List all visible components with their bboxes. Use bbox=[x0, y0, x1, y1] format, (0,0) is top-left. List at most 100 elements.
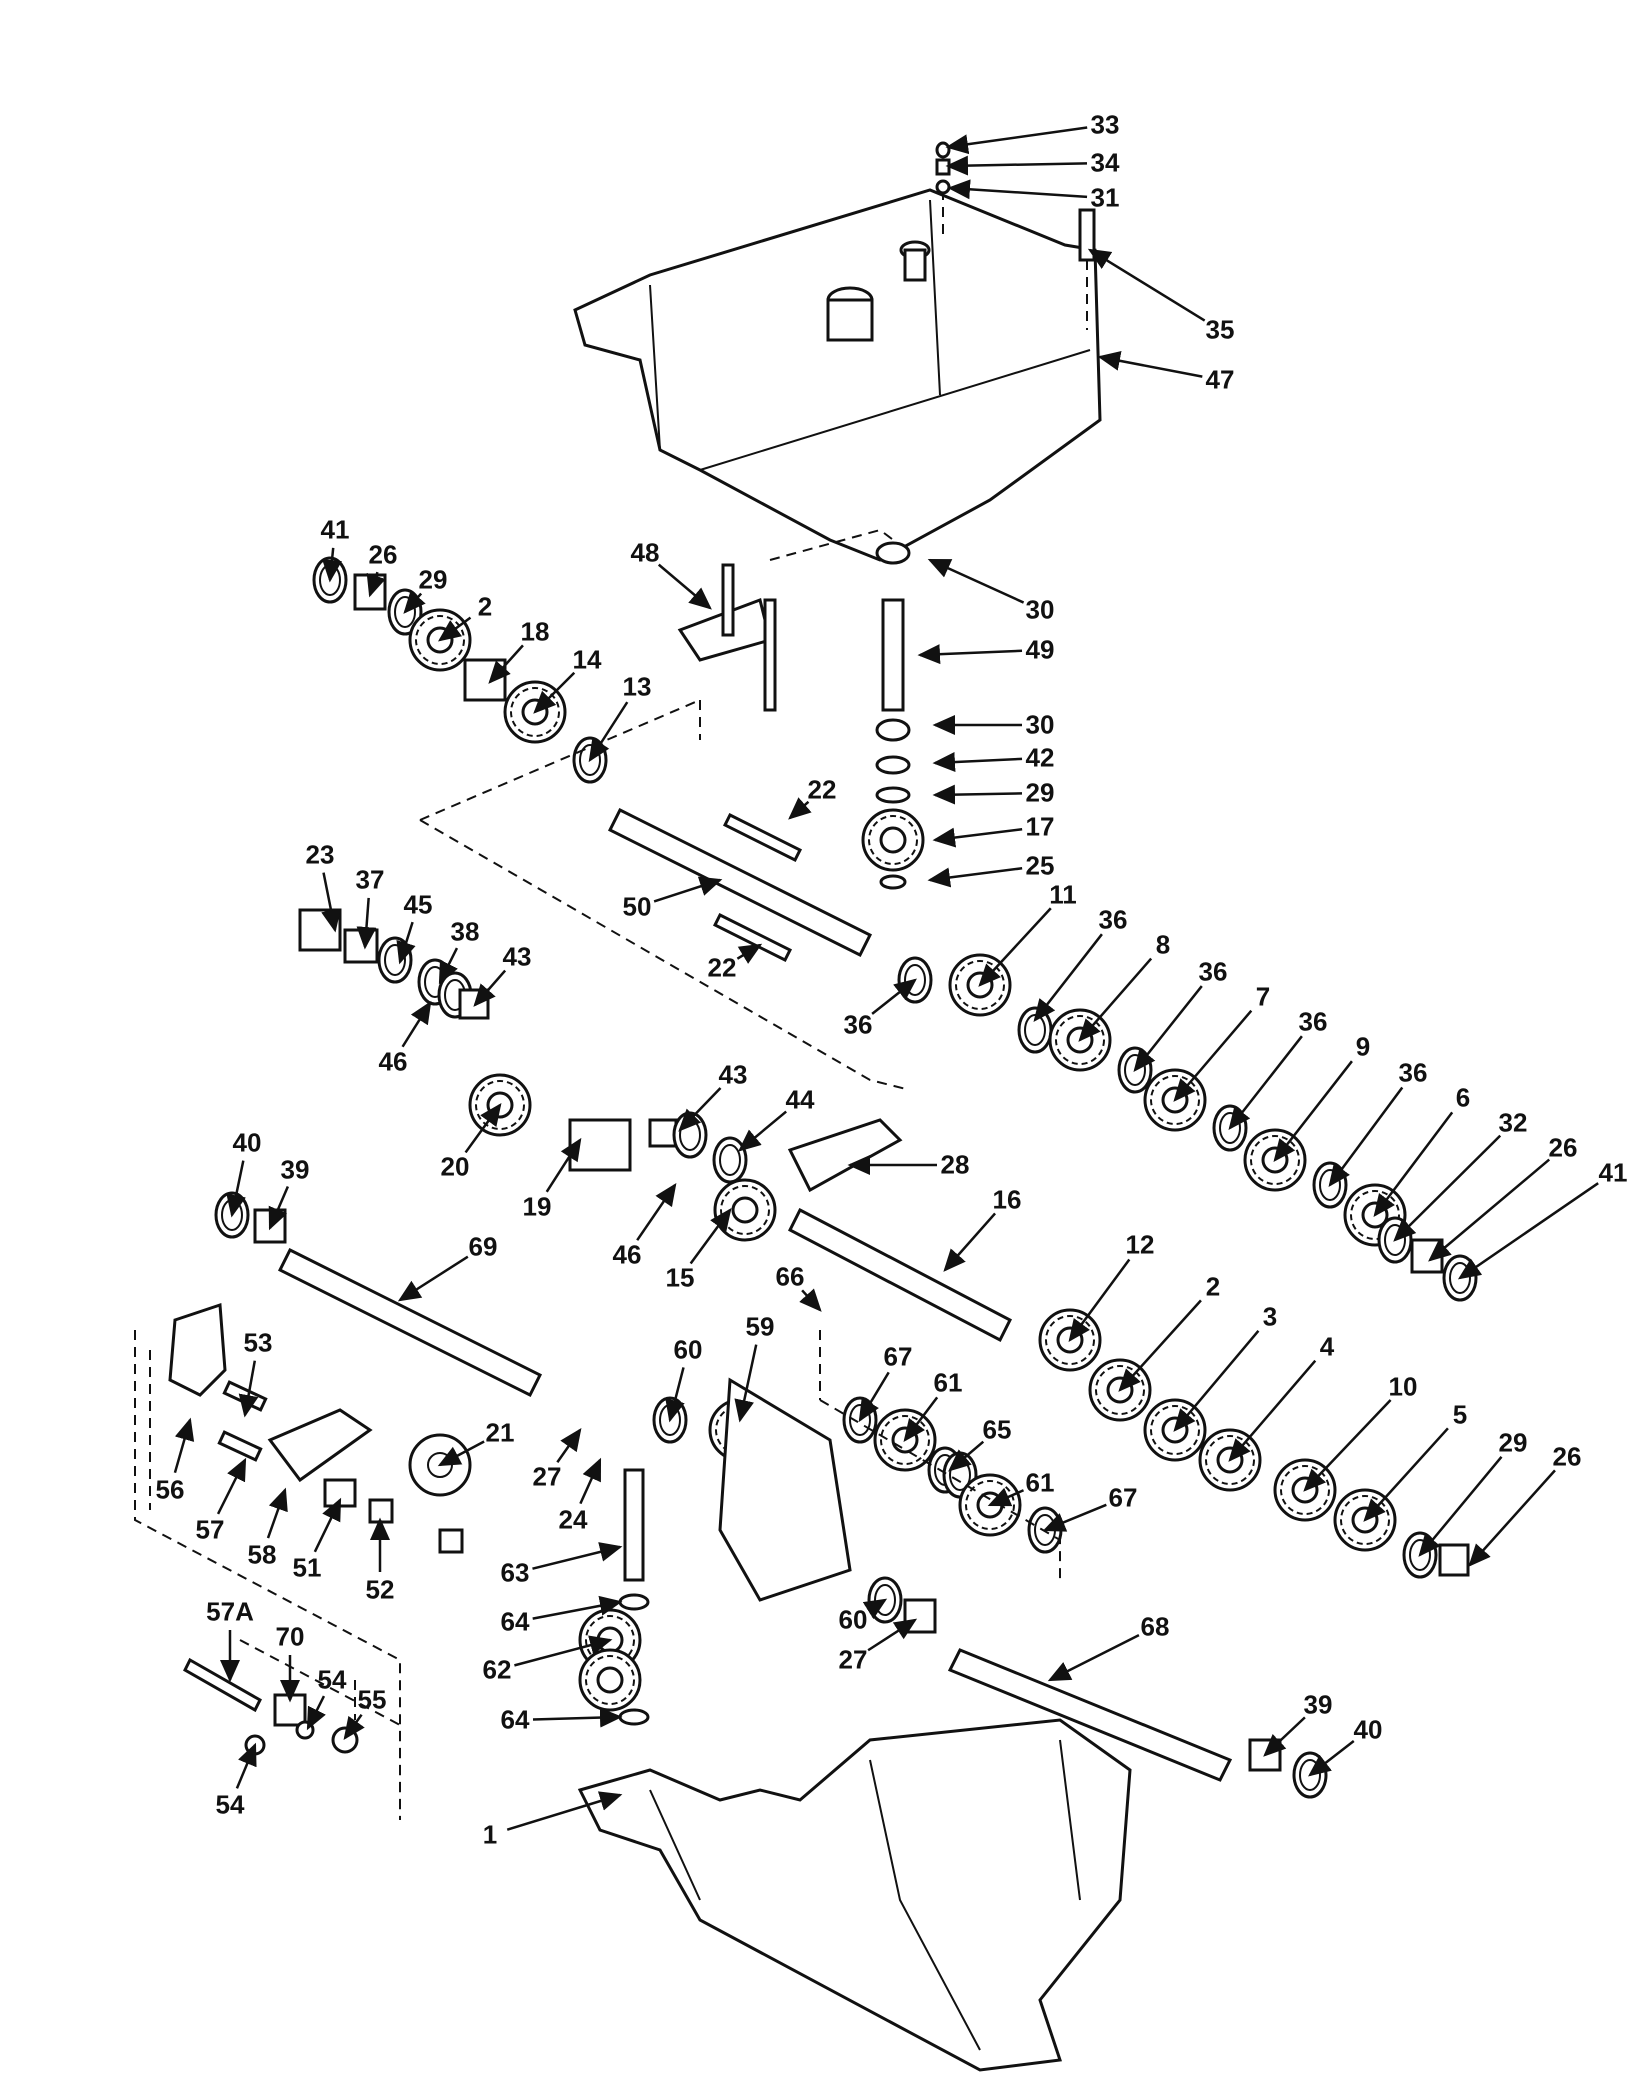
callout-leader-64 bbox=[532, 1707, 623, 1728]
callout-label-40: 40 bbox=[232, 1127, 262, 1158]
callout-leader-40 bbox=[226, 1160, 246, 1218]
callout-leader-64 bbox=[532, 1595, 623, 1620]
main-shaft-50 bbox=[419, 699, 911, 1091]
callout-leader-57 bbox=[216, 1457, 247, 1515]
callout-label-66: 66 bbox=[775, 1261, 805, 1292]
callout-label-2: 2 bbox=[1205, 1271, 1221, 1302]
callout-label-19: 19 bbox=[522, 1191, 552, 1222]
callout-label-14: 14 bbox=[572, 644, 602, 675]
callout-leader-27 bbox=[867, 1618, 918, 1652]
upper-housing-47 bbox=[573, 141, 1102, 562]
callout-leader-19 bbox=[545, 1137, 582, 1193]
callout-leader-54 bbox=[235, 1742, 257, 1789]
callout-label-38: 38 bbox=[450, 916, 480, 947]
differential bbox=[578, 1330, 1063, 1726]
callout-label-54: 54 bbox=[317, 1664, 347, 1695]
callout-label-64: 64 bbox=[500, 1606, 530, 1637]
shaft-16 bbox=[788, 1207, 1012, 1343]
callout-leader-20 bbox=[464, 1102, 502, 1154]
callout-leader-59 bbox=[734, 1344, 758, 1423]
callout-label-69: 69 bbox=[468, 1231, 498, 1262]
callout-label-32: 32 bbox=[1498, 1107, 1528, 1138]
callout-leader-46 bbox=[401, 1000, 432, 1048]
callout-leader-2 bbox=[1118, 1299, 1202, 1392]
callout-leader-5 bbox=[1363, 1427, 1449, 1522]
callout-leader-2 bbox=[437, 616, 472, 642]
right-gear-stack bbox=[897, 953, 1478, 1302]
input-stack bbox=[312, 556, 608, 784]
callout-leader-33 bbox=[945, 126, 1088, 155]
callout-label-18: 18 bbox=[520, 616, 550, 647]
callout-label-1: 1 bbox=[482, 1819, 498, 1850]
callout-leader-39 bbox=[268, 1186, 290, 1231]
callout-leader-40 bbox=[1308, 1740, 1355, 1777]
callout-label-43: 43 bbox=[718, 1059, 748, 1090]
callout-label-26: 26 bbox=[1548, 1132, 1578, 1163]
callout-label-26: 26 bbox=[368, 539, 398, 570]
callout-label-57A: 57A bbox=[206, 1596, 254, 1627]
callout-leader-61 bbox=[903, 1396, 939, 1442]
callout-label-34: 34 bbox=[1090, 147, 1120, 178]
callout-label-17: 17 bbox=[1025, 811, 1055, 842]
callout-label-37: 37 bbox=[355, 864, 385, 895]
callout-label-62: 62 bbox=[482, 1654, 512, 1685]
callout-label-59: 59 bbox=[745, 1311, 775, 1342]
callout-leader-17 bbox=[932, 827, 1023, 848]
callout-leader-15 bbox=[689, 1207, 732, 1265]
callout-label-4: 4 bbox=[1319, 1331, 1335, 1362]
callout-label-29: 29 bbox=[418, 564, 448, 595]
callout-leader-22 bbox=[788, 797, 812, 820]
callout-leader-24 bbox=[579, 1457, 602, 1505]
callout-leader-68 bbox=[1047, 1633, 1140, 1682]
callout-label-40: 40 bbox=[1353, 1714, 1383, 1745]
callout-label-27: 27 bbox=[838, 1644, 868, 1675]
callout-leaders bbox=[173, 126, 1599, 1831]
callout-label-11: 11 bbox=[1049, 879, 1077, 910]
callout-leader-25 bbox=[927, 867, 1023, 888]
callout-label-53: 53 bbox=[243, 1327, 273, 1358]
callout-label-15: 15 bbox=[665, 1262, 695, 1293]
callout-label-58: 58 bbox=[247, 1539, 277, 1570]
callout-leader-67 bbox=[1042, 1503, 1107, 1532]
callout-label-24: 24 bbox=[558, 1504, 588, 1535]
callout-leader-37 bbox=[356, 897, 377, 950]
callout-leader-51 bbox=[313, 1497, 342, 1553]
callout-leader-62 bbox=[514, 1635, 613, 1667]
callout-leader-36 bbox=[1328, 1086, 1404, 1188]
callout-label-12: 12 bbox=[1125, 1229, 1155, 1260]
callout-label-26: 26 bbox=[1552, 1441, 1582, 1472]
callout-leader-18 bbox=[488, 644, 524, 684]
callout-leader-43 bbox=[473, 969, 507, 1007]
callout-leader-10 bbox=[1303, 1399, 1392, 1492]
callout-leader-30 bbox=[927, 558, 1025, 604]
callout-leader-9 bbox=[1273, 1060, 1353, 1162]
callout-leader-16 bbox=[943, 1212, 997, 1272]
callout-label-36: 36 bbox=[1298, 1006, 1328, 1037]
callout-leader-6 bbox=[1373, 1111, 1454, 1217]
callout-label-64: 64 bbox=[500, 1704, 530, 1735]
callout-label-63: 63 bbox=[500, 1557, 530, 1588]
callout-leader-41 bbox=[322, 547, 342, 583]
callout-label-45: 45 bbox=[403, 889, 433, 920]
callout-leader-66 bbox=[799, 1288, 822, 1312]
callout-leader-8 bbox=[1078, 957, 1153, 1042]
callout-leader-56 bbox=[173, 1417, 195, 1474]
callout-label-51: 51 bbox=[292, 1552, 322, 1583]
callout-label-46: 46 bbox=[378, 1046, 408, 1077]
callout-leader-60 bbox=[665, 1367, 685, 1423]
callout-leader-36 bbox=[1133, 985, 1203, 1072]
callout-label-54: 54 bbox=[215, 1789, 245, 1820]
callout-leader-7 bbox=[1173, 1009, 1253, 1102]
callout-leader-55 bbox=[343, 1713, 365, 1741]
callout-leader-58 bbox=[266, 1487, 288, 1539]
callout-leader-53 bbox=[238, 1360, 259, 1418]
callout-label-23: 23 bbox=[305, 839, 335, 870]
callout-label-30: 30 bbox=[1025, 594, 1055, 625]
callout-leader-49 bbox=[917, 644, 1023, 665]
callout-leader-67 bbox=[858, 1371, 890, 1423]
vertical-shaft-49 bbox=[861, 541, 925, 890]
callout-label-52: 52 bbox=[365, 1574, 395, 1605]
callout-label-46: 46 bbox=[612, 1239, 642, 1270]
callout-label-65: 65 bbox=[982, 1414, 1012, 1445]
